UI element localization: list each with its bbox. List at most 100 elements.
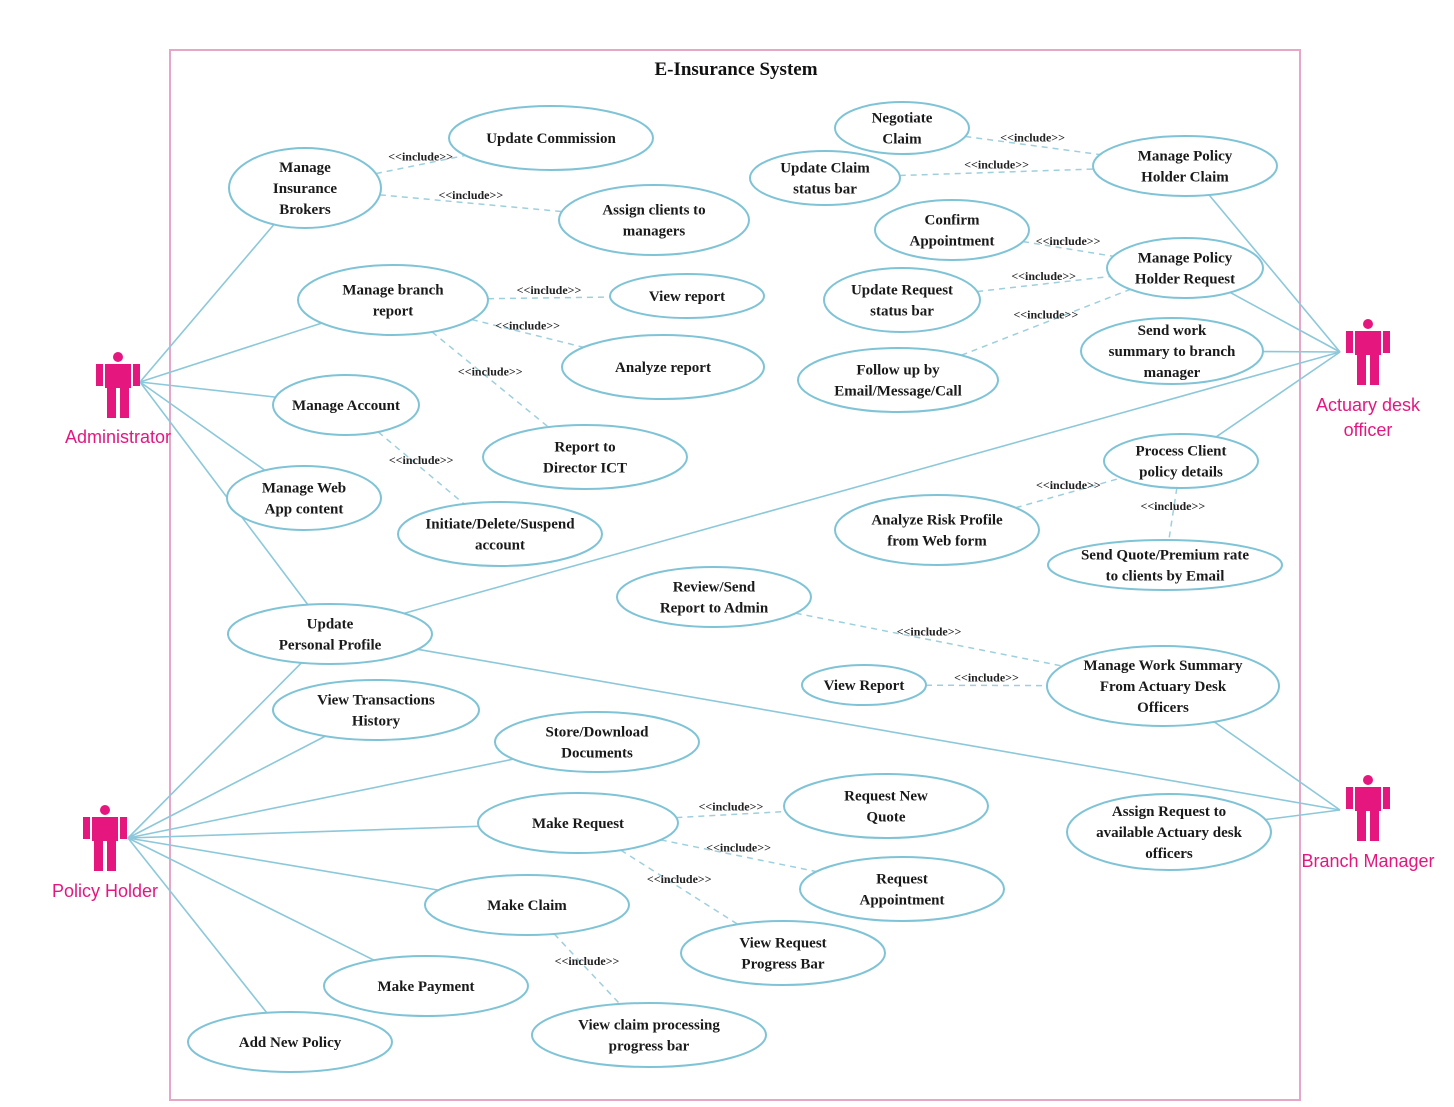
- use-case-ellipse: [424, 874, 630, 936]
- actor-label: Administrator: [65, 427, 171, 447]
- include-line-mr-rnq: [676, 810, 786, 819]
- include-line-ursb-mphr: [977, 275, 1111, 293]
- use-case-ellipse: [797, 347, 999, 413]
- use-case-vr[interactable]: View report: [609, 273, 765, 319]
- use-case-label: Make Request: [532, 816, 624, 832]
- use-case-mp[interactable]: Make Payment: [323, 955, 529, 1017]
- use-case-ma[interactable]: Manage Account: [272, 374, 420, 436]
- association-bm-arad: [1265, 809, 1341, 821]
- include-label: <<include>>: [897, 625, 962, 639]
- association-admin-mwac: [139, 381, 266, 472]
- use-case-ellipse: [1092, 135, 1278, 197]
- association-bm-upp: [417, 648, 1341, 811]
- association-ph-anp: [127, 837, 268, 1014]
- association-ado-upp: [403, 351, 1341, 615]
- use-case-ellipse: [494, 711, 700, 773]
- use-case-ellipse: [783, 773, 989, 839]
- actor-admin[interactable]: Administrator: [65, 352, 171, 447]
- include-label: <<include>>: [495, 318, 560, 332]
- include-label: <<include>>: [1036, 478, 1101, 492]
- use-case-label: Analyze report: [615, 360, 711, 376]
- actor-icon: [1346, 775, 1390, 841]
- use-case-ellipse: [874, 199, 1030, 261]
- use-case-ellipse: [297, 264, 489, 336]
- use-case-ar[interactable]: Analyze report: [561, 334, 765, 400]
- use-case-ellipse: [1066, 793, 1272, 871]
- include-line-mib-ucm: [375, 154, 466, 175]
- actor-ph[interactable]: Policy Holder: [52, 805, 158, 901]
- use-case-mr[interactable]: Make Request: [477, 792, 679, 854]
- use-case-ellipse: [1047, 539, 1283, 591]
- system-boundary: [169, 49, 1301, 1101]
- use-case-ellipse: [397, 501, 603, 567]
- use-case-ellipse: [801, 664, 927, 706]
- actor-icon: [1346, 319, 1390, 385]
- use-case-ellipse: [834, 494, 1040, 566]
- use-case-anp[interactable]: Add New Policy: [187, 1011, 393, 1073]
- include-line-ca-mphr: [1022, 240, 1114, 258]
- use-case-ellipse: [228, 147, 382, 229]
- use-case-ellipse: [1080, 317, 1264, 385]
- use-case-ellipse: [1103, 433, 1259, 489]
- actor-label: Branch Manager: [1301, 851, 1434, 871]
- use-case-vrep[interactable]: View Report: [801, 664, 927, 706]
- use-case-ellipse: [477, 792, 679, 854]
- association-admin-upp: [139, 381, 309, 606]
- include-label: <<include>>: [699, 800, 764, 814]
- include-line-rsra-mws: [795, 612, 1063, 667]
- use-case-ellipse: [616, 566, 812, 628]
- use-case-ellipse: [448, 105, 654, 171]
- include-line-mib-acm: [379, 194, 562, 213]
- association-ado-mphr: [1229, 291, 1341, 353]
- use-case-label: Update Commission: [486, 131, 616, 147]
- use-case-ucm[interactable]: Update Commission: [448, 105, 654, 171]
- actor-bm[interactable]: Branch Manager: [1301, 775, 1435, 871]
- use-case-mc[interactable]: Make Claim: [424, 874, 630, 936]
- include-line-nc-mphc: [965, 135, 1101, 156]
